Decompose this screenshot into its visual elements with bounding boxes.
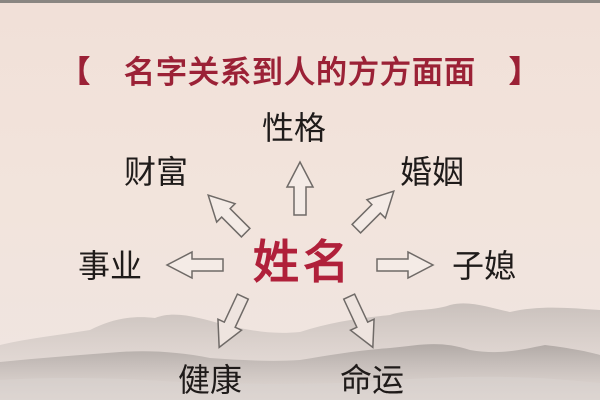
arrow-down-right-icon xyxy=(342,293,375,349)
node-marriage: 婚姻 xyxy=(400,153,465,191)
arrow-left-icon xyxy=(165,250,224,280)
node-career: 事业 xyxy=(78,247,143,285)
arrow-up-left-icon xyxy=(207,194,251,238)
node-wealth: 财富 xyxy=(124,153,189,191)
arrow-right-icon xyxy=(376,250,435,280)
arrow-down-left-icon xyxy=(217,293,250,349)
close-bracket: 】 xyxy=(509,55,540,90)
node-destiny: 命运 xyxy=(340,361,405,399)
node-personality: 性格 xyxy=(262,109,327,147)
open-bracket: 【 xyxy=(60,55,91,90)
center-label-name: 姓名 xyxy=(253,235,353,289)
node-health: 健康 xyxy=(178,361,243,399)
headline: 【 名字关系到人的方方面面 】 xyxy=(60,44,540,94)
top-border xyxy=(0,0,600,3)
arrow-up-right-icon xyxy=(351,190,395,234)
arrow-up-icon xyxy=(285,160,315,216)
headline-text: 名字关系到人的方方面面 xyxy=(124,54,476,91)
node-children: 子媳 xyxy=(452,247,517,285)
